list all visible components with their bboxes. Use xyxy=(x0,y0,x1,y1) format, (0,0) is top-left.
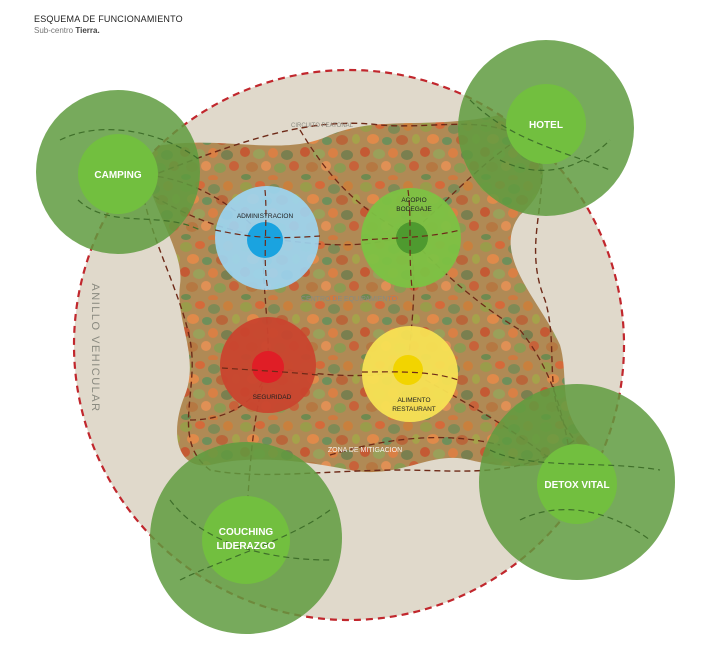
centro-equipamiento-label: CENTRO DE EQUIPAMIENTO xyxy=(301,296,398,303)
node-detox-vital xyxy=(479,384,675,580)
camping-label: CAMPING xyxy=(94,170,141,181)
anillo-vehicular-label: ANILLO VEHICULAR xyxy=(89,283,101,412)
diagram-title: ESQUEMA DE FUNCIONAMIENTO xyxy=(34,14,183,24)
node-alimento-restaurant xyxy=(362,326,458,422)
diagram-subtitle: Sub-centro Tierra. xyxy=(34,26,183,35)
subtitle-prefix: Sub-centro xyxy=(34,26,76,35)
node-hotel xyxy=(458,40,634,216)
couching-label-line1: COUCHING xyxy=(219,527,274,538)
seguridad-label: SEGURIDAD xyxy=(253,394,292,401)
subtitle-strong: Tierra. xyxy=(75,26,100,35)
diagram-header: ESQUEMA DE FUNCIONAMIENTO Sub-centro Tie… xyxy=(34,14,183,35)
acopio-label-line1: ACOPIO xyxy=(401,197,426,204)
hotel-label: HOTEL xyxy=(529,120,563,131)
node-acopio-bodegaje xyxy=(361,188,461,288)
zona-mitigacion-label: ZONA DE MITIGACION xyxy=(328,447,402,454)
couching-label-line2: LIDERAZGO xyxy=(217,541,276,552)
circuito-peatonal-label: CIRCUITO PEATONAL xyxy=(291,123,354,129)
alimento-label-line2: RESTAURANT xyxy=(392,406,436,413)
detox-vital-label: DETOX VITAL xyxy=(544,480,609,491)
administracion-label: ADMINISTRACION xyxy=(237,213,294,220)
outer-node-paths xyxy=(59,99,661,581)
node-seguridad xyxy=(220,317,316,413)
anillo-vehicular-ring xyxy=(72,68,626,622)
node-camping xyxy=(36,90,201,254)
node-administracion xyxy=(215,186,319,290)
inner-node-paths xyxy=(214,189,461,381)
alimento-label-line1: ALIMENTO xyxy=(397,397,430,404)
acopio-label-line2: BODEGAJE xyxy=(396,206,432,213)
node-couching-liderazgo xyxy=(150,442,342,634)
